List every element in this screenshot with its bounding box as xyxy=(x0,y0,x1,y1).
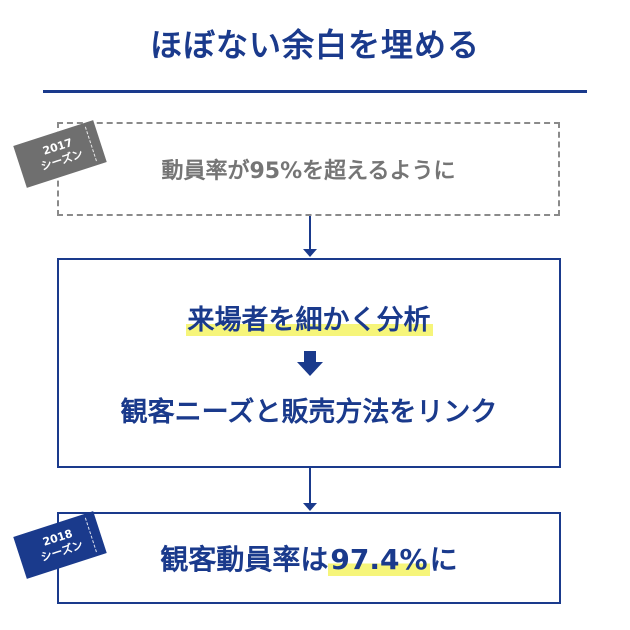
down-arrow-icon xyxy=(297,351,323,376)
analysis-box: 来場者を細かく分析 観客ニーズと販売方法をリンク xyxy=(57,258,561,468)
connector-arrow-icon xyxy=(303,503,317,511)
page-title: ほぼない余白を埋める xyxy=(149,26,480,64)
season-2018-text: 観客動員率は97.4%に xyxy=(160,538,458,578)
result-highlight: 97.4% xyxy=(328,543,430,576)
highlighted-text: 来場者を細かく分析 xyxy=(185,305,433,336)
connector-line xyxy=(309,216,311,250)
connector-line xyxy=(309,468,311,504)
season-2017-text: 動員率が95%を超えるように xyxy=(161,159,456,184)
analysis-line-2: 観客ニーズと販売方法をリンク xyxy=(120,397,498,428)
season-2017-box: 動員率が95%を超えるように xyxy=(57,122,560,216)
connector-arrow-icon xyxy=(303,249,317,257)
title-underline xyxy=(43,90,587,93)
season-2018-box: 観客動員率は97.4%に xyxy=(57,512,561,604)
result-prefix: 観客動員率は xyxy=(160,543,329,576)
result-suffix: に xyxy=(429,543,458,576)
analysis-line-1: 来場者を細かく分析 xyxy=(59,298,559,337)
